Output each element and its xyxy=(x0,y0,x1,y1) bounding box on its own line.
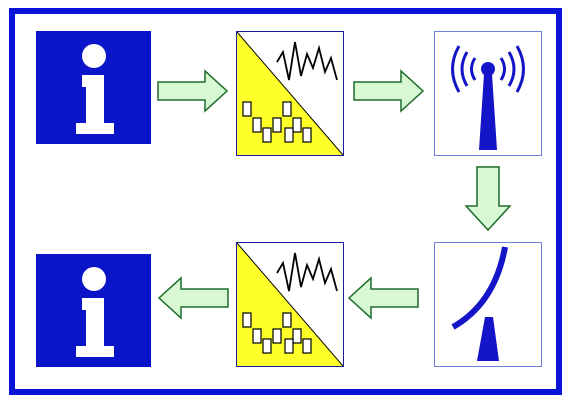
transmitter-antenna-icon xyxy=(434,31,542,156)
receiver-antenna-icon xyxy=(434,242,542,367)
demodulator-waveform-icon xyxy=(236,242,344,367)
arrow-right-icon xyxy=(157,69,229,113)
arrow-right-icon xyxy=(353,69,425,113)
arrow-down-icon xyxy=(464,166,512,232)
source-info-icon xyxy=(36,31,151,144)
destination-info-icon xyxy=(36,254,151,367)
modulator-waveform-icon xyxy=(236,31,344,156)
arrow-left-icon xyxy=(347,276,419,320)
arrow-left-icon xyxy=(157,276,229,320)
